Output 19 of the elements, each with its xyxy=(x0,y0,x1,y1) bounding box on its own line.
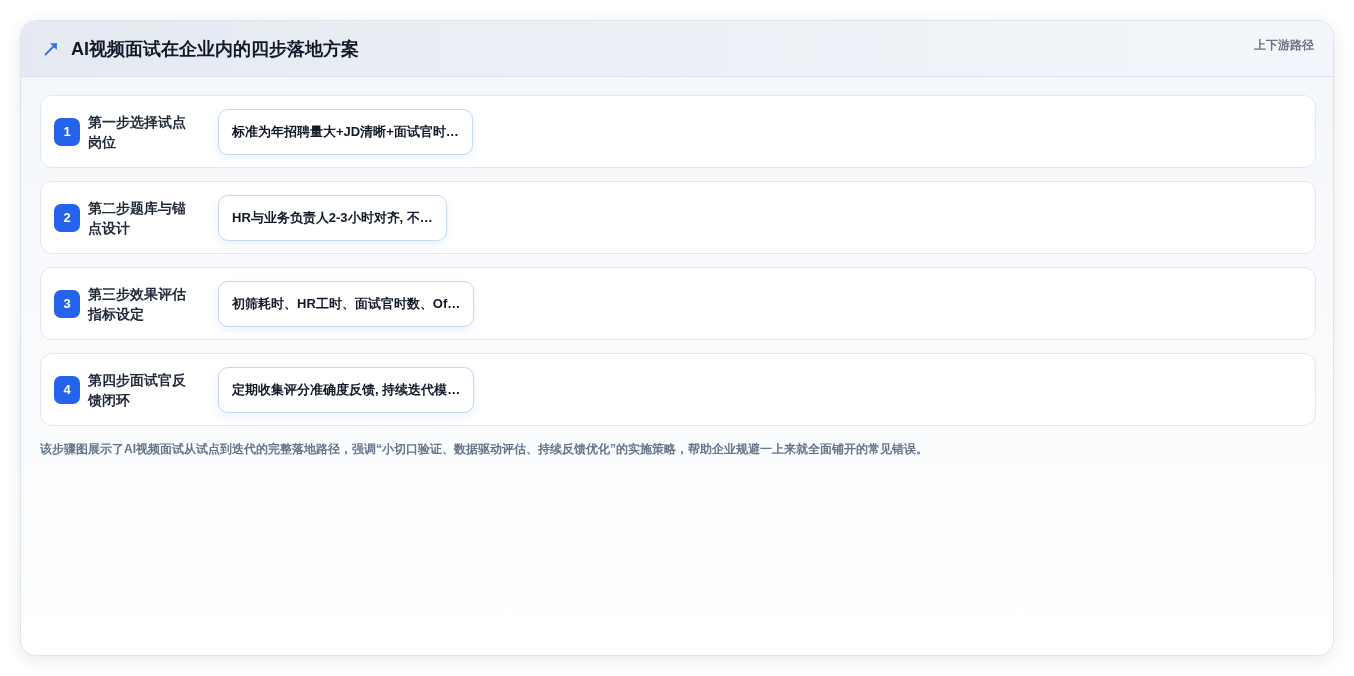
step-card xyxy=(40,353,1316,426)
step-detail: 定期收集评分准确度反馈, 持续迭代模… xyxy=(218,366,475,413)
step-card xyxy=(40,95,1316,168)
caption-text: 该步骤图展示了AI视频面试从试点到迭代的完整落地路径，强调“小切口验证、数据驱动评估、持续反馈优化”的实施策略，帮助企业规避一上来就全面铺开的常见错误。 xyxy=(40,441,928,457)
step-card xyxy=(40,181,1316,254)
step-number: 3 xyxy=(54,289,80,318)
title-text: AI视频面试在企业内的四步落地方案 xyxy=(71,38,359,61)
step-title: 第三步效果评估指标设定 xyxy=(88,284,187,324)
step-number: 2 xyxy=(54,203,80,232)
path-label: 上下游路径 xyxy=(1254,37,1314,53)
step-detail: 标准为年招聘量大+JD清晰+面试官时… xyxy=(218,108,473,155)
step-detail: HR与业务负责人2-3小时对齐, 不… xyxy=(218,194,447,241)
step-detail: 初筛耗时、HR工时、面试官时数、Of… xyxy=(218,280,475,327)
step-number: 4 xyxy=(54,375,80,404)
step-title: 第一步选择试点岗位 xyxy=(88,112,187,152)
step-title: 第四步面试官反馈闭环 xyxy=(88,370,187,410)
step-card xyxy=(40,267,1316,340)
step-number: 1 xyxy=(54,117,80,146)
step-title: 第二步题库与锚点设计 xyxy=(88,198,187,238)
